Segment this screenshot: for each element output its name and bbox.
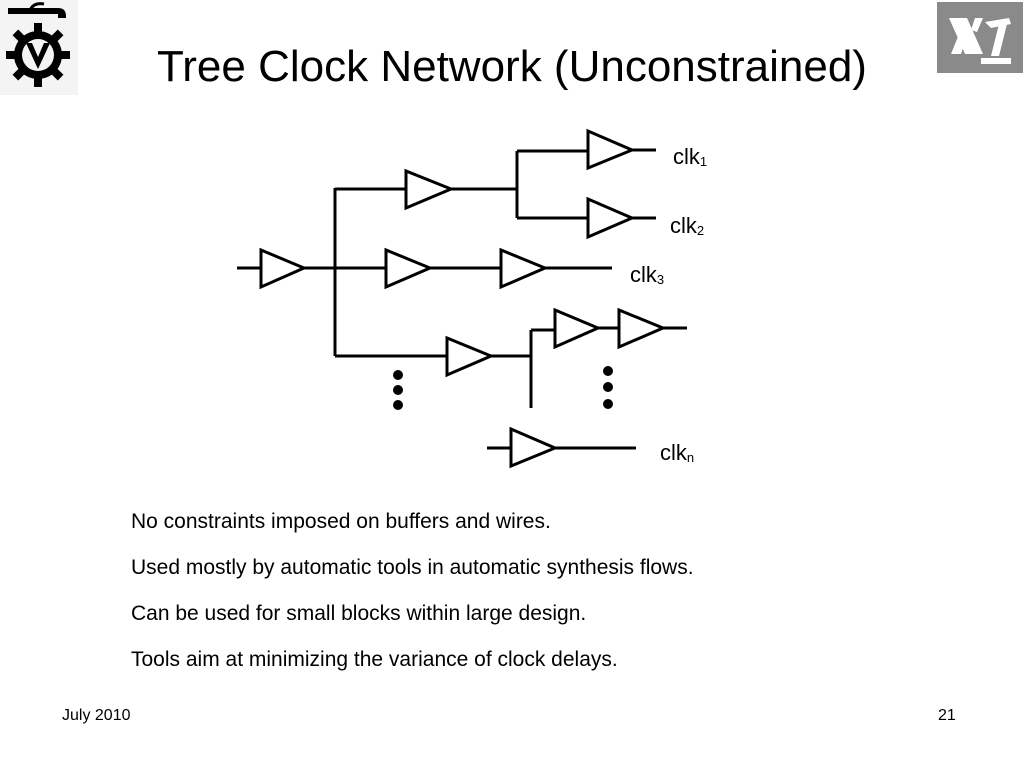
clk1-label: clk1 [673,144,708,170]
buffer-clkn [509,426,559,469]
buffer-top [404,168,455,211]
buffer-bottom [445,335,495,378]
bullet-item: No constraints imposed on buffers and wi… [131,510,551,533]
buffer-clk3 [499,247,549,290]
root-buffer [259,247,308,290]
buffer-sub-2 [617,307,667,350]
buffer-mid-1 [384,247,434,290]
bullet-item: Used mostly by automatic tools in automa… [131,556,694,579]
buffer-clk2 [586,196,636,240]
slide-title: Tree Clock Network (Unconstrained) [157,42,867,91]
bullet-item: Can be used for small blocks within larg… [131,602,587,625]
hebrew-letters-logo-icon [937,2,1023,73]
clkn-label: clkn [660,440,695,466]
bullet-item: Tools aim at minimizing the variance of … [131,648,618,671]
clock-tree-diagram [237,128,687,469]
bullet-list: No constraints imposed on buffers and wi… [131,508,951,692]
clk2-label: clk2 [670,213,705,239]
clk3-label: clk3 [630,262,665,288]
page-number: 21 [938,707,956,724]
ellipsis-dots [393,366,613,410]
footer-date: July 2010 [62,707,131,724]
buffer-sub-1 [553,307,602,350]
technion-logo-icon [0,0,78,95]
buffer-clk1 [586,128,636,171]
